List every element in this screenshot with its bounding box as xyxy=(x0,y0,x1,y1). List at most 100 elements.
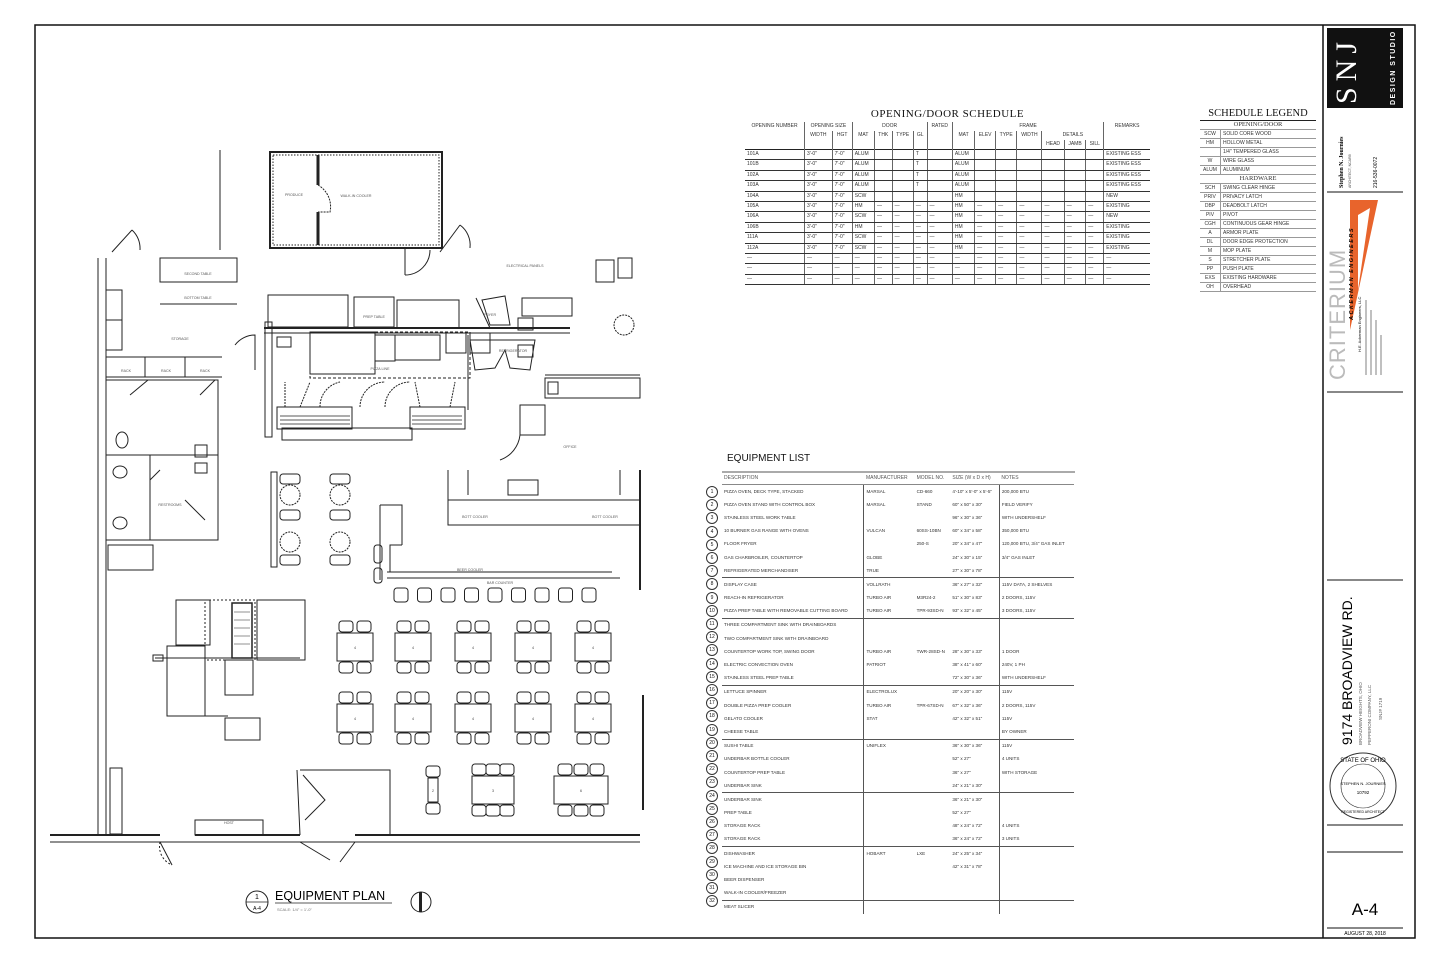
equipment-number-tag: 18 xyxy=(706,710,718,723)
legend-description: ARMOR PLATE xyxy=(1220,228,1316,238)
label-prep-table: PREP TABLE xyxy=(363,315,385,319)
door-col-header: THK xyxy=(873,131,893,150)
door-cell: — xyxy=(1016,253,1042,265)
door-col-header: TYPE xyxy=(891,131,914,150)
equipment-cell xyxy=(914,564,951,579)
equipment-cell: TPR-93SD-N xyxy=(914,604,951,619)
equipment-cell: MARSAL xyxy=(863,484,915,499)
door-cell: 3'-0" xyxy=(804,243,833,255)
col-opening-number: OPENING NUMBER xyxy=(751,123,798,129)
door-cell: — xyxy=(1063,253,1086,265)
door-cell: — xyxy=(974,201,996,213)
equipment-cell xyxy=(863,632,915,646)
table-seat-count: 4 xyxy=(412,645,415,650)
door-cell: — xyxy=(1085,253,1104,265)
equipment-cell: 3/4" GAS INLET xyxy=(998,550,1074,565)
door-schedule-row: ———————————————— xyxy=(745,274,1150,286)
col-rated: RATED xyxy=(926,122,953,150)
equipment-row: TWO COMPARTMENT SINK WITH DRAINBOARD xyxy=(722,632,1074,646)
equipment-row: WALK-IN COOLER/FREEZER xyxy=(722,886,1074,901)
equipment-cell xyxy=(915,900,951,914)
equipment-cell: STAND xyxy=(916,501,932,507)
equipment-cell xyxy=(998,792,1074,807)
equipment-cell: UNDERBAR SINK xyxy=(722,779,864,794)
door-cell: — xyxy=(951,253,975,265)
equipment-cell xyxy=(998,900,1074,914)
equipment-cell xyxy=(998,860,1074,874)
door-cell xyxy=(995,159,1017,171)
equipment-cell: 48" x 24" x 72" xyxy=(952,823,983,829)
door-cell: — xyxy=(912,274,928,286)
door-cell xyxy=(891,170,914,182)
sheet-number: A-4 xyxy=(1352,900,1378,919)
equipment-col-header: MODEL NO. xyxy=(914,472,951,485)
door-cell: — xyxy=(1103,253,1150,265)
svg-text:STEPHEN N. JOURNIES: STEPHEN N. JOURNIES xyxy=(1340,781,1386,786)
legend-description: DOOR EDGE PROTECTION xyxy=(1220,237,1316,247)
door-cell: — xyxy=(745,253,805,265)
legend-section-heading: HARDWARE xyxy=(1200,174,1316,184)
door-cell xyxy=(873,148,893,161)
equipment-cell: PATRIOT xyxy=(863,658,915,672)
legend-code: SCW xyxy=(1200,129,1221,139)
equipment-number-tag: 12 xyxy=(706,631,718,644)
legend-description: MOP PLATE xyxy=(1220,246,1316,256)
chair xyxy=(456,732,472,745)
equipment-cell: 27" x 30" x 78" xyxy=(950,564,1000,579)
equipment-cell: 24" x 25" x 34" xyxy=(952,850,983,856)
equipment-cell xyxy=(915,712,951,725)
door-cell: — xyxy=(1016,263,1042,275)
door-col-header: HGT xyxy=(831,131,853,150)
equipment-cell: 36" x 30" x 36" xyxy=(952,743,983,749)
equipment-cell: 60" x 50" x 30" xyxy=(952,501,983,507)
plan-scale: SCALE: 1/4" = 1'-0" xyxy=(277,907,312,912)
chair xyxy=(414,691,430,704)
door-cell xyxy=(974,170,996,182)
chair xyxy=(516,691,532,704)
door-cell: 7'-0" xyxy=(831,232,853,244)
equipment-cell: 38" x 41" x 60" xyxy=(952,662,983,668)
label-restrooms: RESTROOMS xyxy=(158,503,182,507)
chair xyxy=(516,732,532,745)
door-cell: HM xyxy=(951,211,975,223)
legend-code: DL xyxy=(1200,237,1221,247)
door-cell xyxy=(974,148,996,161)
door-cell xyxy=(974,180,996,192)
table-seat-count: 4 xyxy=(472,645,475,650)
legend-code xyxy=(1200,147,1221,157)
equipment-cell: 10 BURNER GAS RANGE WITH OVENS xyxy=(724,528,809,534)
door-cell: — xyxy=(804,263,833,275)
door-cell: HM xyxy=(951,222,975,234)
chair xyxy=(499,804,515,817)
equipment-cell xyxy=(950,886,1000,901)
dining-table xyxy=(427,777,439,803)
door-cell: EXISTING xyxy=(1103,201,1150,213)
dining-table xyxy=(514,703,552,733)
title-block: SNJ DESIGN STUDIO Stephen N. Journies AR… xyxy=(1325,28,1403,937)
door-cell: — xyxy=(912,232,928,244)
chair xyxy=(471,804,487,817)
door-cell: T xyxy=(912,170,928,182)
chair xyxy=(338,732,354,745)
equipment-cell xyxy=(915,766,951,779)
chair xyxy=(356,732,372,745)
door-cell: ALUM xyxy=(851,159,875,171)
door-cell xyxy=(1063,148,1086,161)
door-cell xyxy=(926,159,953,171)
door-cell: ALUM xyxy=(951,159,975,171)
chair xyxy=(485,763,501,776)
equipment-cell xyxy=(915,807,951,820)
door-col-header: GL xyxy=(912,131,928,150)
door-cell: 106B xyxy=(745,222,805,234)
equipment-cell xyxy=(863,860,915,874)
equipment-cell: GAS CHARBROILER, COUNTERTOP xyxy=(724,554,803,560)
label-fryer: FRYER xyxy=(484,313,497,317)
